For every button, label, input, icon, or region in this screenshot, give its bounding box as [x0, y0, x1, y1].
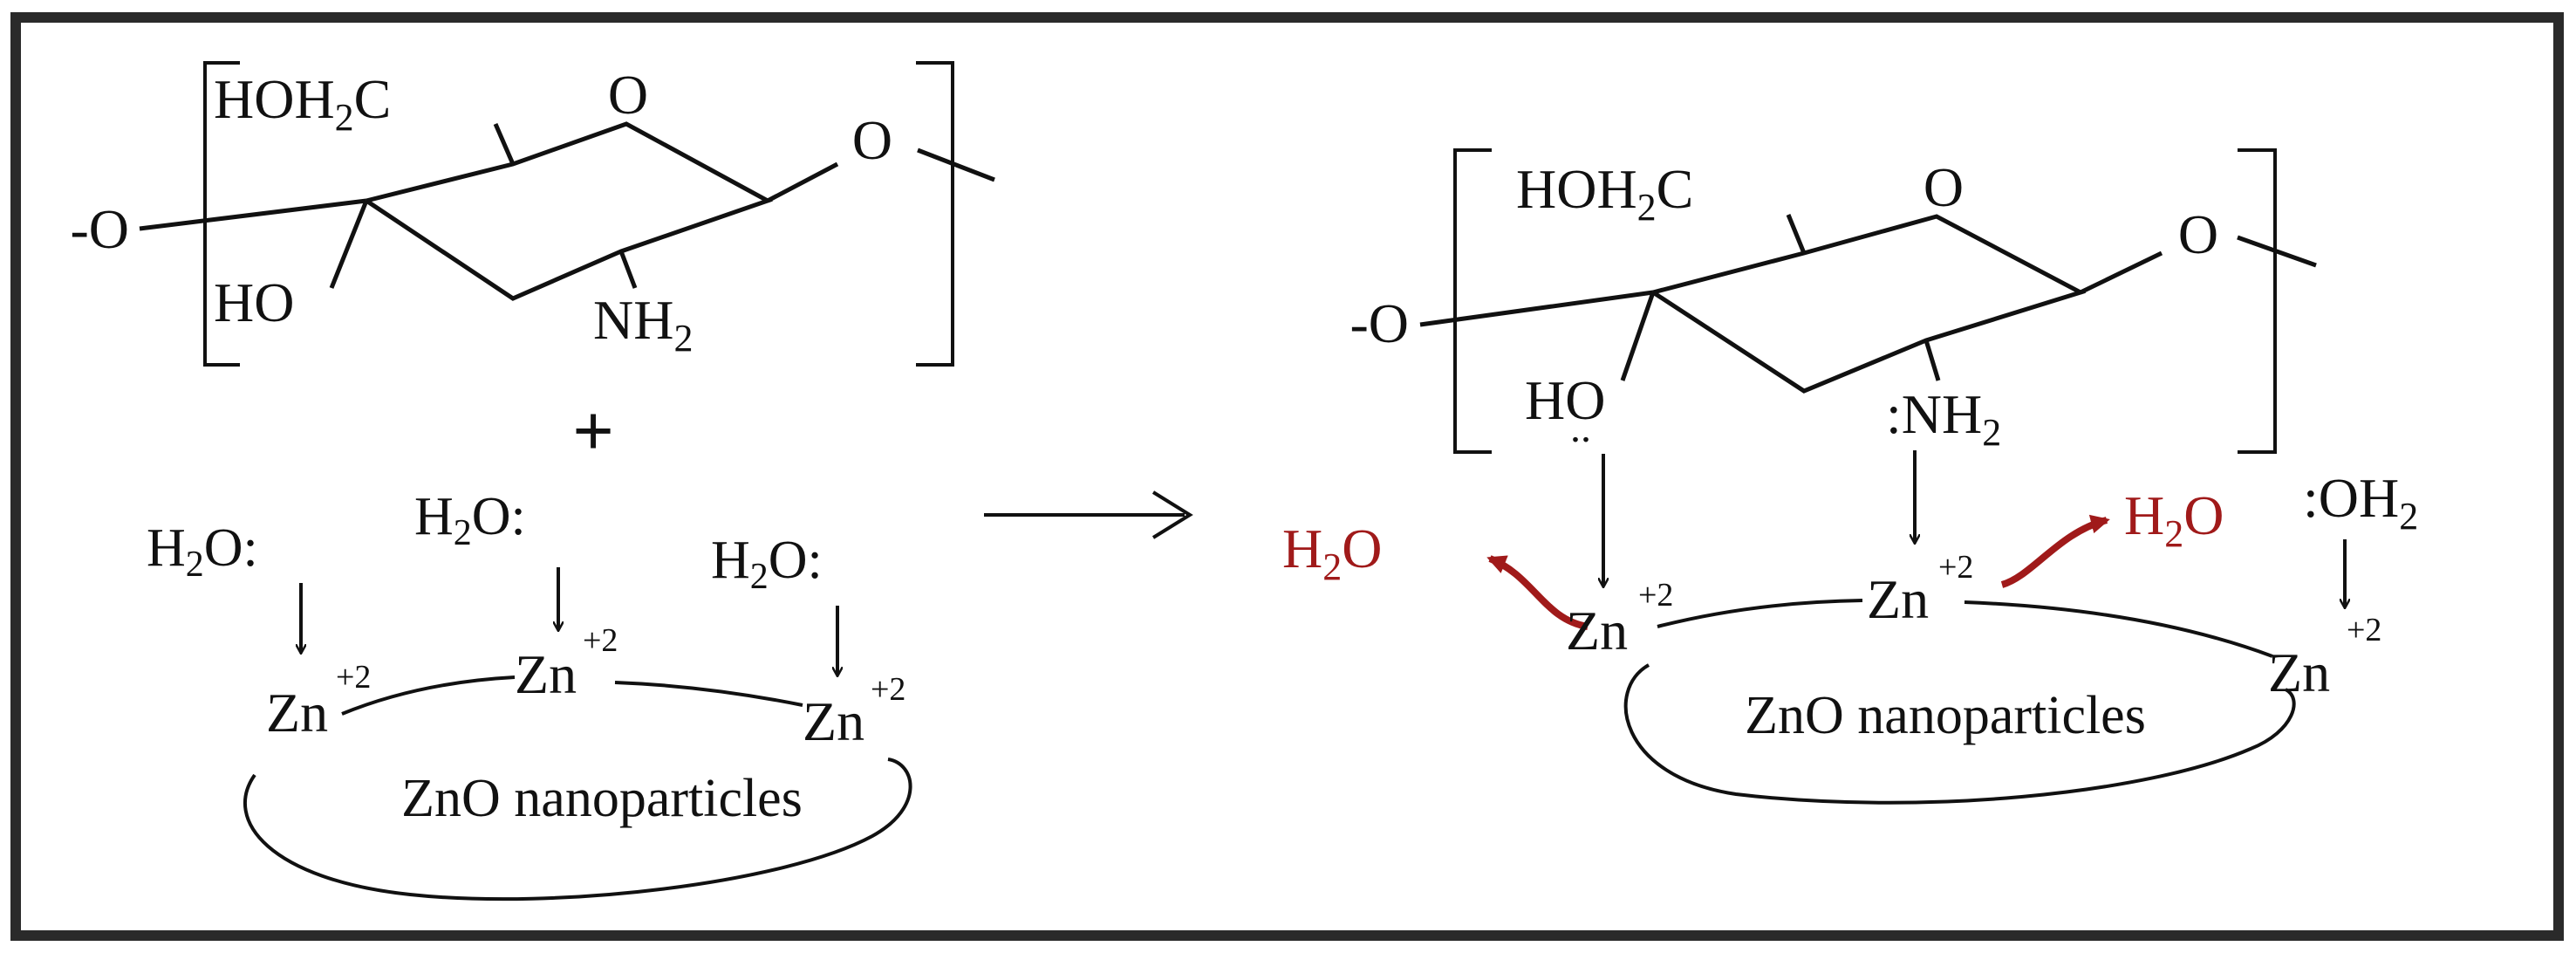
plus-sign: +	[572, 391, 614, 472]
anomeric-bond	[2079, 250, 2163, 295]
particle-outline	[243, 758, 912, 902]
amine-bond	[618, 250, 638, 289]
ring-oxygen: O	[1923, 156, 1964, 218]
reaction-arrowhead	[1151, 490, 1193, 539]
water-1: H2O:	[147, 518, 258, 585]
glycosidic-oxygen-left: -O	[1349, 292, 1409, 354]
zinc-ion-3-charge: +2	[871, 671, 905, 708]
left-bracket	[203, 61, 240, 367]
glycosidic-bond-right	[2237, 235, 2317, 268]
glycosidic-oxygen-right: O	[2178, 203, 2218, 265]
zinc-ion-2: Zn	[515, 643, 577, 705]
glycosidic-oxygen-right: O	[852, 109, 892, 171]
right-panel: HOH2C O O -O HO .. :NH2 H2O H2O :OH2 Zn …	[1282, 148, 2418, 805]
zinc-ion-1-charge: +2	[1638, 577, 1673, 614]
figure-frame	[10, 12, 2564, 941]
glycosidic-bond-right	[917, 147, 995, 182]
ch2oh-bond	[1786, 214, 1807, 254]
left-panel: HOH2C O O -O HO NH2 + H2O: H2O: H2O: Zn …	[70, 61, 995, 902]
hydroxyl-bond	[1620, 291, 1656, 381]
zinc-ion-1-charge: +2	[336, 659, 371, 696]
ring-oxygen: O	[608, 64, 648, 126]
left-bracket	[1453, 148, 1492, 454]
amine-label: NH2	[593, 289, 693, 360]
water-2: H2O:	[414, 487, 526, 553]
ch2oh-label: HOH2C	[1516, 158, 1693, 229]
glycosidic-oxygen-left: -O	[70, 198, 129, 260]
amine-label: :NH2	[1886, 383, 2001, 454]
hydroxyl-bond	[329, 200, 369, 289]
release-arrow-right	[2000, 514, 2110, 588]
zinc-ion-1: Zn	[266, 682, 328, 744]
bound-water: :OH2	[2303, 467, 2418, 538]
zinc-ion-2-charge: +2	[583, 622, 618, 659]
glycosidic-bond-left	[1419, 290, 1654, 327]
amine-bond	[1923, 339, 1941, 381]
right-bracket	[2238, 148, 2277, 454]
hydroxyl-lone-pair: ..	[1570, 405, 1591, 451]
zinc-ion-3: Zn	[2268, 641, 2330, 703]
released-water-right: H2O	[2124, 484, 2224, 555]
ch2oh-label: HOH2C	[214, 68, 391, 139]
glycosidic-bond-left	[139, 198, 367, 231]
particle-surface	[341, 675, 803, 716]
particle-surface	[1657, 599, 2273, 658]
hydroxyl-label: HO	[1525, 369, 1605, 431]
zinc-ion-1: Zn	[1566, 600, 1628, 662]
zinc-ion-3-charge: +2	[2347, 612, 2381, 648]
right-bracket	[916, 61, 954, 367]
zinc-ion-3: Zn	[803, 690, 864, 752]
ch2oh-bond	[493, 123, 516, 165]
zinc-ion-2: Zn	[1867, 568, 1929, 630]
water-3: H2O:	[711, 531, 823, 597]
particle-outline	[1623, 663, 2296, 805]
released-water-left: H2O	[1282, 518, 1382, 588]
zinc-ion-2-charge: +2	[1938, 549, 1973, 586]
release-arrow-left	[1486, 555, 1589, 630]
hydroxyl-label: HO	[214, 271, 294, 333]
particle-label: ZnO nanoparticles	[1745, 686, 2146, 745]
anomeric-bond	[766, 161, 839, 203]
particle-label: ZnO nanoparticles	[401, 769, 803, 828]
